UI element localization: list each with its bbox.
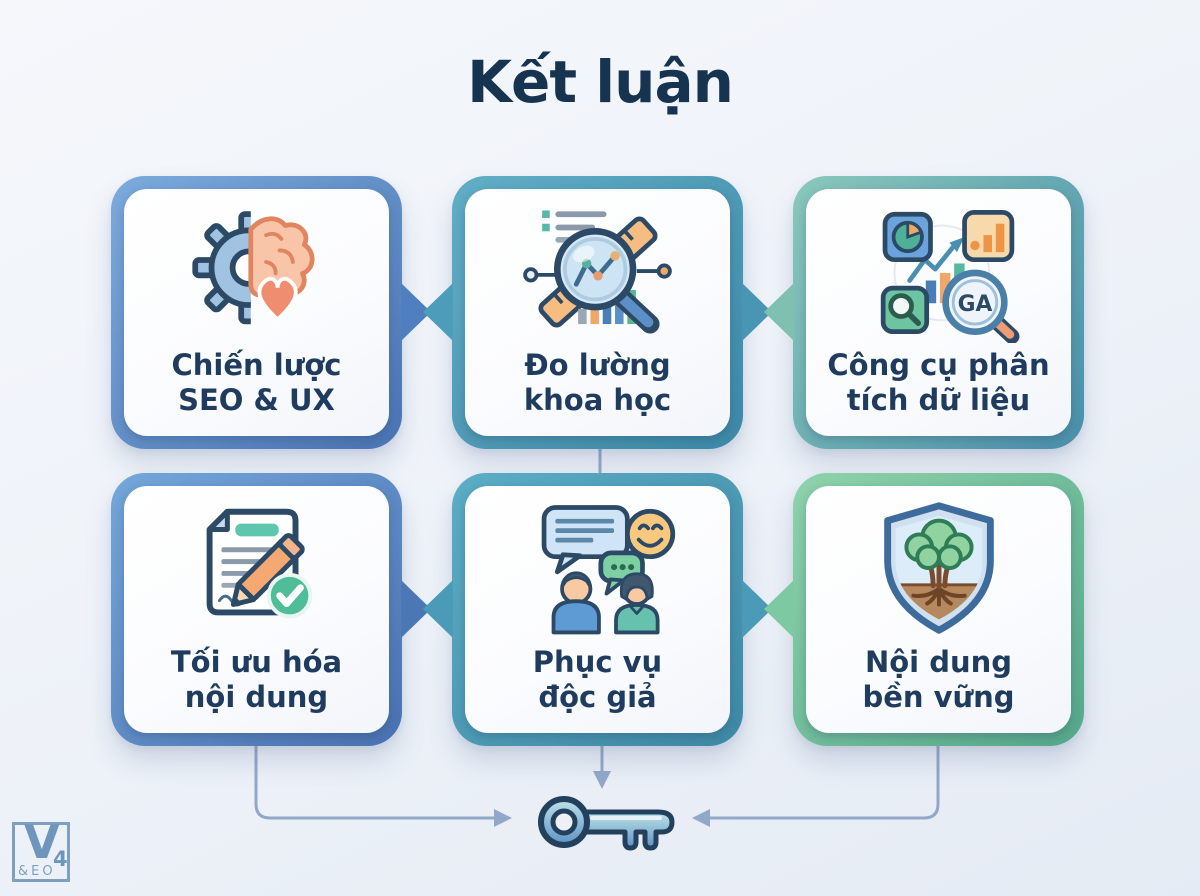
card-label: Công cụ phân tích dữ liệu — [827, 348, 1050, 418]
logo-letter: V — [24, 815, 60, 869]
connector-card4-key — [254, 745, 496, 820]
brand-logo: V 4 &EO — [12, 815, 70, 882]
card-label: Tối ưu hóa nội dung — [170, 645, 343, 715]
card-sustainable-content: Nội dung bền vững — [764, 473, 1084, 746]
card-label: Nội dung bền vững — [862, 645, 1015, 715]
card-label: Đo lường khoa học — [523, 348, 672, 418]
analytics-tools-icon: GA — [858, 199, 1020, 344]
card-data-analysis-tools: GA Công cụ phân tích dữ liệu — [764, 176, 1084, 449]
ga-badge: GA — [957, 292, 992, 317]
arrowhead-right-icon — [494, 809, 512, 827]
logo-text: &EO — [18, 864, 56, 879]
shield-tree-icon — [860, 496, 1018, 641]
logo-number: 4 — [53, 847, 68, 871]
card-seo-ux-strategy: Chiến lược SEO & UX — [111, 176, 431, 449]
arrowhead-left-icon — [692, 809, 710, 827]
key-icon — [538, 796, 675, 851]
card-serve-readers: Phục vụ độc giả — [423, 473, 772, 746]
magnifier-ruler-chart-icon — [517, 199, 679, 344]
gear-brain-heart-icon — [178, 199, 336, 344]
card-content-optimization: Tối ưu hóa nội dung — [111, 473, 431, 746]
document-pencil-check-icon — [178, 496, 336, 641]
arrowhead-down-icon — [593, 771, 611, 789]
connector-card6-key — [708, 745, 940, 820]
card-label: Chiến lược SEO & UX — [171, 348, 342, 418]
page-title: Kết luận — [467, 48, 734, 116]
card-scientific-measurement: Đo lường khoa học — [423, 176, 772, 449]
chat-people-smiley-icon — [517, 496, 679, 641]
card-label: Phục vụ độc giả — [532, 645, 663, 715]
